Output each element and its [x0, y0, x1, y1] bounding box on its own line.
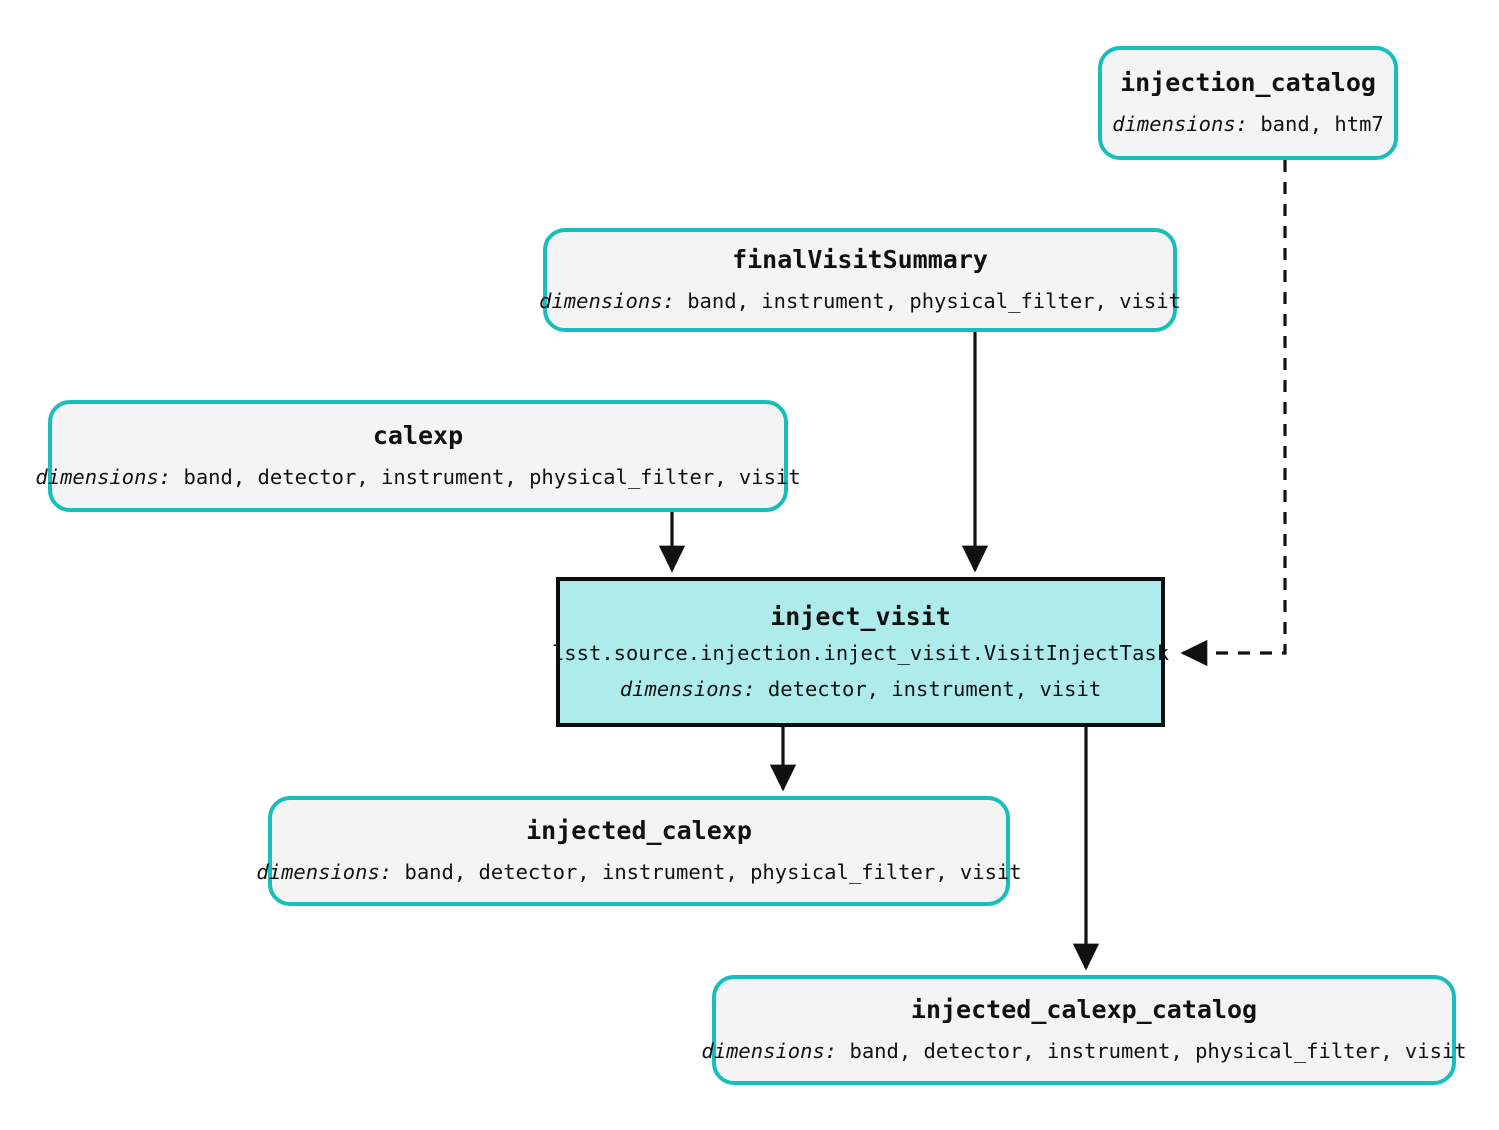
node-title: calexp	[372, 421, 464, 451]
edge-injection_catalog-to-inject_visit	[1180, 160, 1287, 667]
node-dimensions: dimensions: band, detector, instrument, …	[35, 464, 801, 490]
dimensions-value: band, detector, instrument, physical_fil…	[404, 859, 1022, 884]
node-injected-calexp[interactable]: injected_calexp dimensions: band, detect…	[256, 796, 1022, 906]
node-calexp[interactable]: calexp dimensions: band, detector, instr…	[35, 400, 801, 512]
node-title: injected_calexp	[526, 816, 752, 846]
node-dimensions: dimensions: band, detector, instrument, …	[256, 859, 1022, 885]
node-inject-visit-task[interactable]: inject_visit lsst.source.injection.injec…	[552, 577, 1169, 727]
dimensions-label: dimensions:	[1112, 111, 1248, 136]
dimensions-label: dimensions:	[539, 288, 675, 313]
node-final-visit-summary[interactable]: finalVisitSummary dimensions: band, inst…	[539, 228, 1181, 332]
dimensions-value: band, detector, instrument, physical_fil…	[849, 1038, 1467, 1063]
dimensions-value: band, htm7	[1260, 111, 1384, 136]
node-dimensions: dimensions: band, instrument, physical_f…	[539, 288, 1181, 314]
node-dimensions: dimensions: band, detector, instrument, …	[701, 1038, 1467, 1064]
node-title: injection_catalog	[1120, 68, 1376, 98]
node-title: inject_visit	[770, 601, 951, 631]
node-dimensions: dimensions: detector, instrument, visit	[619, 676, 1102, 702]
node-injected-calexp-catalog[interactable]: injected_calexp_catalog dimensions: band…	[701, 975, 1467, 1085]
dimensions-value: detector, instrument, visit	[767, 676, 1102, 701]
dimensions-label: dimensions:	[256, 859, 393, 884]
dimensions-value: band, instrument, physical_filter, visit	[687, 288, 1181, 313]
node-title: injected_calexp_catalog	[910, 995, 1258, 1025]
node-injection-catalog[interactable]: injection_catalog dimensions: band, htm7	[1098, 46, 1398, 160]
node-dimensions: dimensions: band, htm7	[1112, 111, 1384, 137]
node-title: finalVisitSummary	[732, 245, 988, 275]
dimensions-label: dimensions:	[619, 676, 756, 701]
dimensions-label: dimensions:	[701, 1038, 838, 1063]
dimensions-value: band, detector, instrument, physical_fil…	[183, 464, 801, 489]
node-classname: lsst.source.injection.inject_visit.Visit…	[551, 641, 1170, 666]
dimensions-label: dimensions:	[35, 464, 172, 489]
